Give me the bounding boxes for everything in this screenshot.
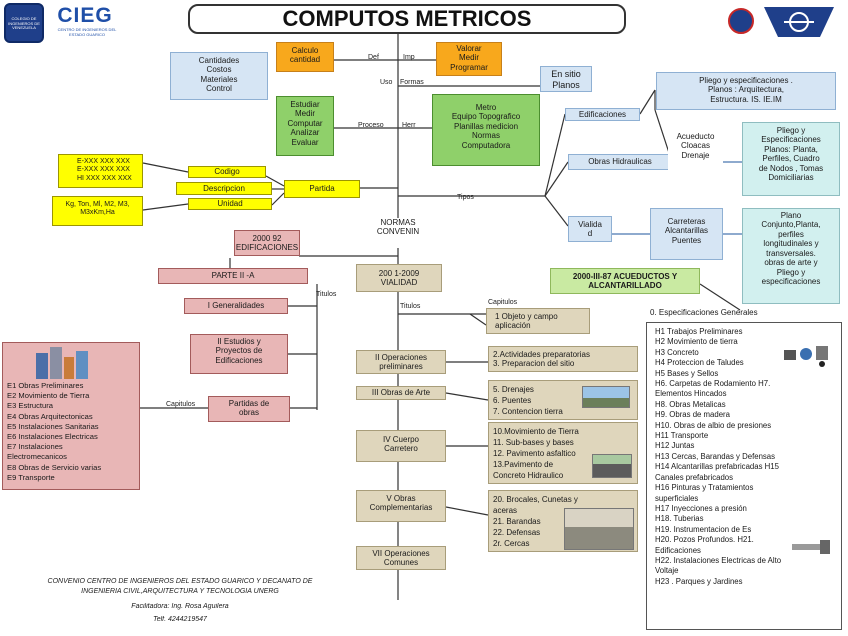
preliminares-box[interactable]: II Operaciones preliminares — [356, 350, 446, 374]
bridge-photo — [582, 386, 630, 408]
complementarias-box[interactable]: V Obras Complementarias — [356, 490, 446, 522]
proceso-label: Proceso — [358, 122, 384, 129]
partida-box[interactable]: Partida — [284, 180, 360, 198]
obras-hidraulicas-box[interactable]: Obras Hidraulicas — [568, 154, 672, 170]
plano-vialidad-box: Plano Conjunto,Planta, perfiles longitud… — [742, 208, 840, 304]
edificaciones-norma-box: 2000 92 EDIFICACIONES — [234, 230, 300, 256]
cieg-logo: CIEG — [52, 4, 118, 28]
obras-arte-box[interactable]: III Obras de Arte — [356, 386, 446, 400]
buildings-image — [34, 345, 92, 379]
edif-titulos-label: Titulos — [316, 291, 337, 298]
edif-capitulos-label: Capitulos — [166, 401, 196, 408]
carreteras-box: Carreteras Alcantarillas Puentes — [650, 208, 723, 260]
normas-box: NORMAS CONVENIN — [376, 218, 420, 237]
metro-box: Metro Equipo Topografico Planillas medic… — [432, 94, 540, 166]
page-title: COMPUTOS METRICOS — [188, 4, 626, 34]
codigo-box[interactable]: Codigo — [188, 166, 266, 178]
pavement-photo — [592, 454, 632, 478]
imp-label: Imp — [403, 54, 415, 61]
calculo-box: Calculo cantidad — [276, 42, 334, 72]
sidewalk-photo — [564, 508, 634, 550]
engineering-logo — [760, 3, 838, 41]
cantidades-box: Cantidades Costos Materiales Control — [170, 52, 268, 100]
footer-line-3: Facilitadora: Ing. Rosa Aguilera — [131, 603, 229, 610]
objeto-box[interactable]: 1 Objeto y campo aplicación — [486, 308, 590, 334]
codes-box: E-XXX XXX XXX E-XXX XXX XXX HI XXX XXX X… — [58, 154, 143, 188]
footer-line-2: INGENIERIA CIVIL,ARQUITECTURA Y TECNOLOG… — [81, 588, 279, 595]
units-box: Kg, Ton, Ml, M2, M3, M3xKm,Ha — [52, 196, 143, 226]
hi-pipe-image — [790, 536, 832, 558]
acueductos-norma-box: 2000-III-87 ACUEDUCTOS Y ALCANTARILLADO — [550, 268, 700, 294]
partidas-box[interactable]: Partidas de obras — [208, 396, 290, 422]
vialidad-norma-box: 200 1-2009 VIALIDAD — [356, 264, 442, 292]
descripcion-box[interactable]: Descripcion — [176, 182, 272, 195]
footer-line-4: Telf. 4244219547 — [153, 616, 207, 623]
def-label: Def — [368, 54, 379, 61]
estudiar-box: Estudiar Medir Computar Analizar Evaluar — [276, 96, 334, 156]
especificaciones-title: 0. Especificaciones Generales — [650, 308, 758, 317]
comunes-box[interactable]: VII Operaciones Comunes — [356, 546, 446, 570]
hi-list: H1 Trabajos Preliminares H2 Movimiento d… — [646, 322, 842, 630]
footer-line-1: CONVENIO CENTRO DE INGENIEROS DEL ESTADO… — [47, 578, 313, 585]
preliminares-items: 2.Actividades preparatorias 3. Preparaci… — [488, 346, 638, 372]
generalidades-box[interactable]: I Generalidades — [184, 298, 288, 314]
colegio-logo: COLEGIO DE INGENIEROS DE VENEZUELA — [4, 3, 44, 43]
en-sitio-box: En sitio Planos — [540, 66, 592, 92]
vial-capitulos-label: Capitulos — [488, 299, 518, 306]
herr-label: Herr — [402, 122, 416, 129]
vialidad-type-box[interactable]: Vialida d — [568, 216, 612, 242]
estudios-box[interactable]: II Estudios y Proyectos de Edificaciones — [190, 334, 288, 374]
parte-box: PARTE II -A — [158, 268, 308, 284]
pliego-hidraulicas-box: Pliego y Especificaciones Planos: Planta… — [742, 122, 840, 196]
cieg-subtitle: CENTRO DE INGENIEROS DEL ESTADO GUARICO — [57, 28, 117, 37]
acueducto-box: Acueducto Cloacas Drenaje — [668, 130, 723, 174]
unidad-box[interactable]: Unidad — [188, 198, 272, 210]
vial-titulos-label: Titulos — [400, 303, 421, 310]
cuerpo-box[interactable]: IV Cuerpo Carretero — [356, 430, 446, 462]
valorar-box: Valorar Medir Programar — [436, 42, 502, 76]
uso-label: Uso — [380, 79, 393, 86]
edificaciones-type-box[interactable]: Edificaciones — [565, 108, 640, 121]
formas-label: Formas — [400, 79, 424, 86]
university-logo — [728, 8, 754, 34]
pliego-top-box: Pliego y especificaciones . Planos : Arq… — [656, 72, 836, 110]
tipos-label: Tipos — [457, 194, 474, 201]
hi-tools-image — [782, 338, 832, 368]
